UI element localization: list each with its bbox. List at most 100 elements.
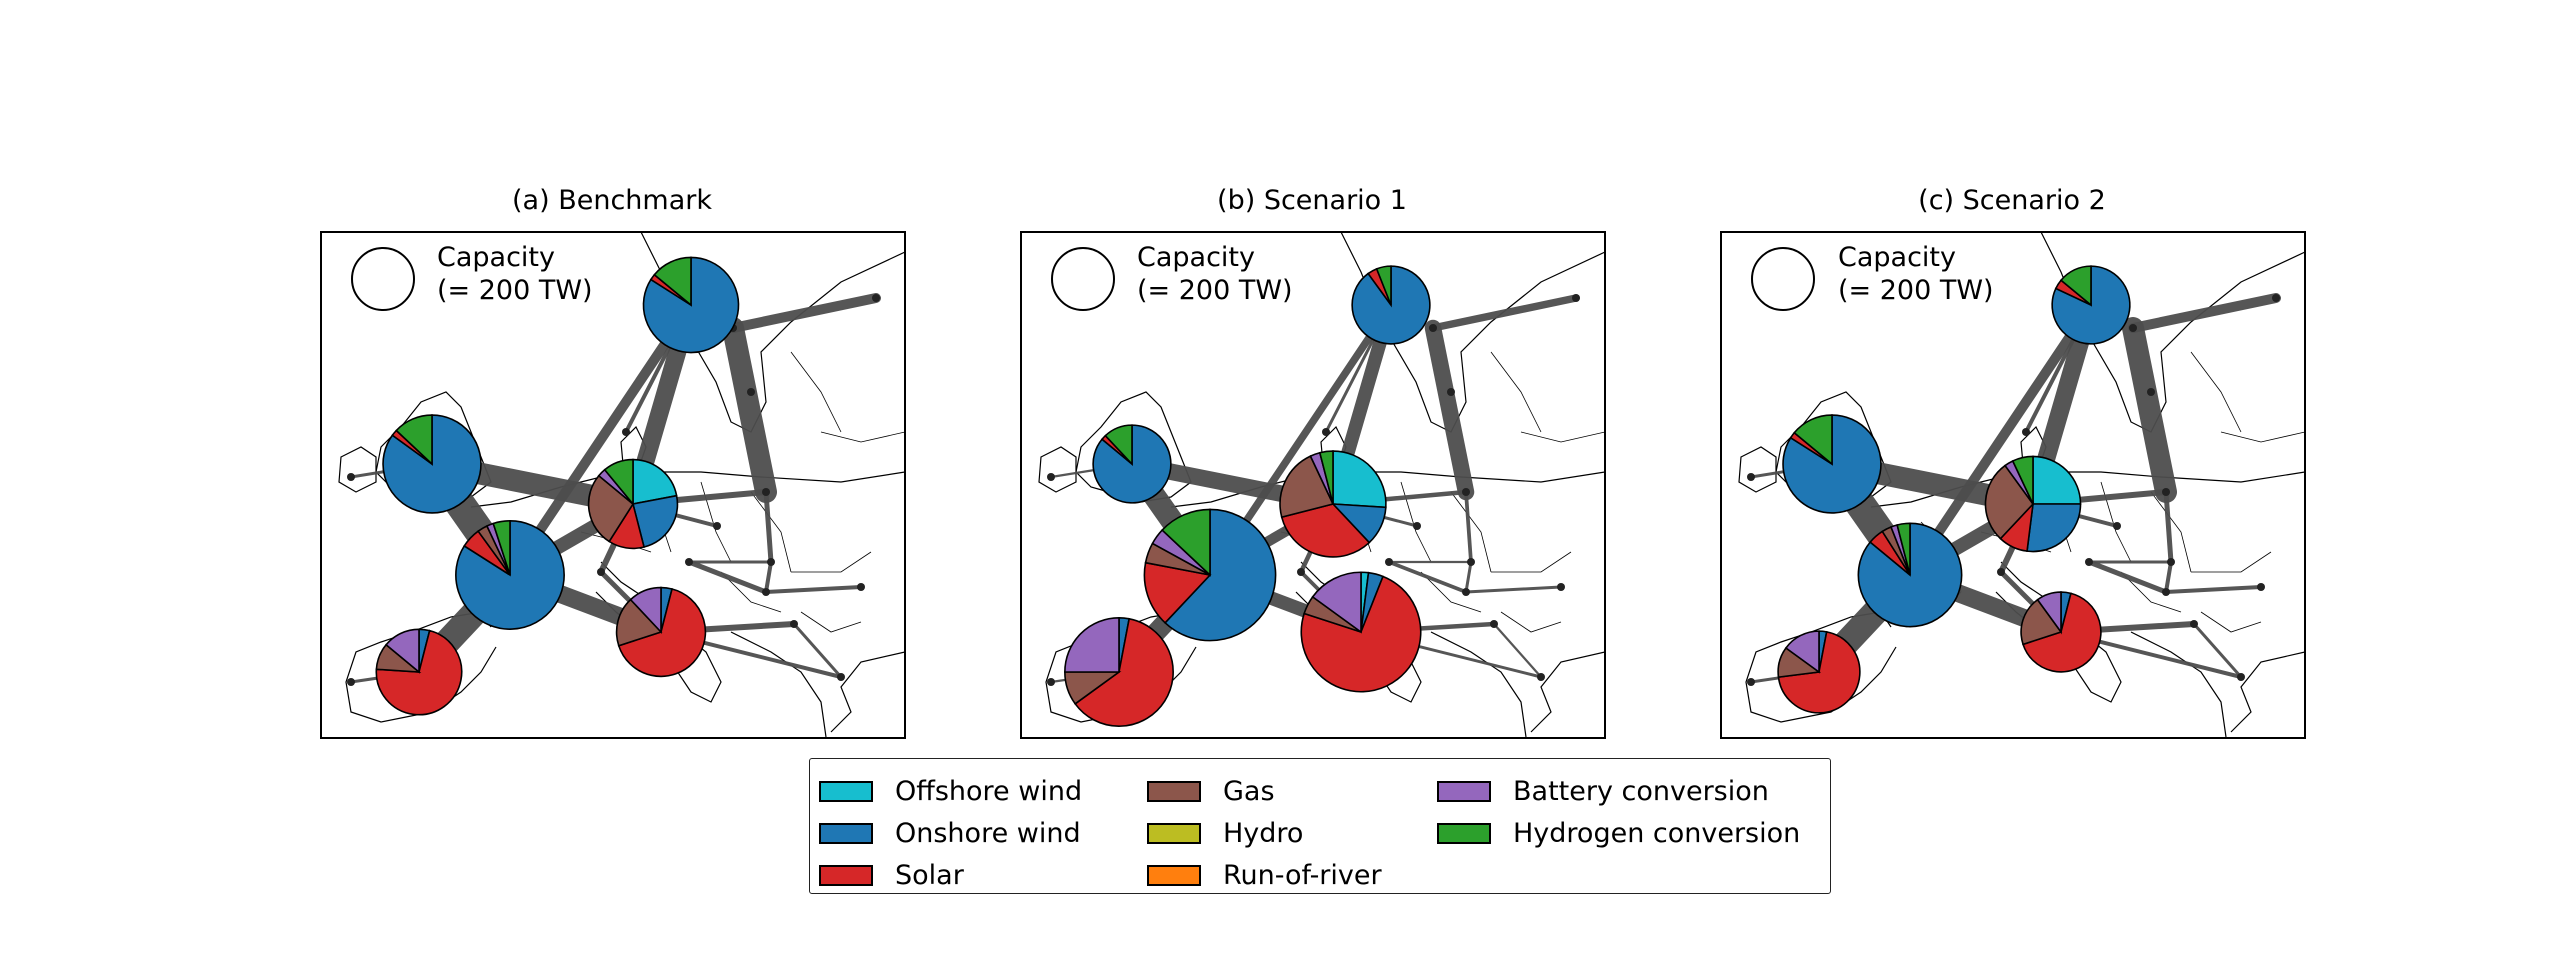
legend-item-battery-conversion: Battery conversion (1437, 774, 1769, 808)
capacity-reference-circle (1051, 247, 1115, 311)
pie-slice-battery-conversion (629, 586, 662, 635)
bus-poland_n (1462, 488, 1470, 496)
legend-label: Gas (1223, 775, 1275, 807)
pie-slice-gas (1279, 455, 1335, 519)
legend-item-gas: Gas (1147, 774, 1275, 808)
legend-swatch-battery-conversion (1437, 780, 1491, 802)
legend-label: Solar (895, 859, 964, 891)
bus-romania (2257, 583, 2265, 591)
bus-czech (1413, 522, 1421, 530)
transmission-line-7 (1424, 319, 1475, 501)
legend-label: Hydro (1223, 817, 1304, 849)
coastline-8 (2130, 631, 2227, 738)
bus-nordic2 (1429, 324, 1437, 332)
bus-denmark (2022, 428, 2030, 436)
pie-slice-solar (1300, 575, 1422, 693)
legend-swatch-run-of-river (1147, 864, 1201, 886)
border-4 (1450, 491, 1492, 573)
capacity-line-2: (= 200 TW) (437, 275, 593, 306)
pie-nordic (642, 256, 740, 354)
transmission-line-16 (1387, 560, 1468, 594)
map-content (1038, 232, 1605, 738)
border-6 (1420, 571, 1482, 613)
border-7 (800, 611, 862, 633)
bus-scotland (1747, 473, 1755, 481)
pie-slice-offshore-wind (2032, 455, 2082, 505)
pie-slice-onshore-wind (632, 494, 679, 548)
pie-iberia (1777, 630, 1861, 714)
bus-hungary (1462, 588, 1470, 596)
pie-slice-offshore-wind (632, 458, 678, 505)
pie-slice-gas (2020, 598, 2063, 646)
bus-baltic (1447, 388, 1455, 396)
map-content (338, 232, 905, 738)
coastline-1 (1738, 446, 1777, 493)
transmission-line-14 (2164, 585, 2263, 594)
border-10 (1520, 431, 1605, 443)
legend-label: Onshore wind (895, 817, 1081, 849)
border-6 (2120, 571, 2182, 613)
coastline-6 (345, 611, 497, 723)
pie-slice-battery-conversion (1311, 571, 1362, 634)
transmission-line-8 (1429, 294, 1580, 332)
capacity-label-scenario-2: Capacity (= 200 TW) (1838, 241, 1994, 307)
coastline-8 (1430, 631, 1527, 738)
legend-item-solar: Solar (819, 858, 964, 892)
legend-swatch-onshore-wind (819, 822, 873, 844)
transmission-line-20 (1492, 622, 1543, 679)
bus-austria (685, 558, 693, 566)
capacity-line-1: Capacity (1137, 242, 1255, 273)
bus-poland (767, 558, 775, 566)
border-7 (1500, 611, 1562, 633)
coastline-8 (730, 631, 827, 738)
pie-france (1857, 522, 1963, 628)
bus-greece (1537, 673, 1545, 681)
bus-romania (857, 583, 865, 591)
border-4 (2150, 491, 2192, 573)
panel-title-scenario-1: (b) Scenario 1 (1217, 185, 1407, 216)
bus-poland (2167, 558, 2175, 566)
capacity-line-2: (= 200 TW) (1838, 275, 1994, 306)
bus-finland (1572, 294, 1580, 302)
pie-slice-solar (1143, 561, 1212, 624)
transmission-line-14 (764, 585, 863, 594)
bus-swiss (597, 568, 605, 576)
pie-slice-hydrogen-conversion (1896, 522, 1911, 576)
bus-hungary (762, 588, 770, 596)
map-content (1738, 232, 2305, 738)
border-4 (750, 491, 792, 573)
capacity-reference-circle (351, 247, 415, 311)
map-panel-3 (1720, 231, 2306, 739)
capacity-line-1: Capacity (437, 242, 555, 273)
pie-slice-hydrogen-conversion (395, 414, 433, 466)
panel-frame (1020, 231, 1606, 739)
legend-swatch-gas (1147, 780, 1201, 802)
transmission-line-8 (728, 293, 881, 333)
panel-frame (1720, 231, 2306, 739)
legend-item-run-of-river: Run-of-river (1147, 858, 1382, 892)
pie-slice-hydrogen-conversion (1375, 265, 1392, 306)
pie-slice-solar (1074, 617, 1174, 727)
legend-item-offshore-wind: Offshore wind (819, 774, 1082, 808)
pie-slice-solar (617, 588, 707, 678)
pie-slice-onshore-wind (2026, 503, 2082, 553)
panel-title-benchmark: (a) Benchmark (512, 185, 712, 216)
border-10 (2220, 431, 2305, 443)
bus-hungary (2162, 588, 2170, 596)
border-9 (2190, 351, 2242, 433)
transmission-line-14 (1464, 585, 1563, 594)
pie-slice-gas (587, 474, 635, 543)
legend-label: Run-of-river (1223, 859, 1382, 891)
bus-balkan (1490, 620, 1498, 628)
bus-baltic (2147, 388, 2155, 396)
pie-britain (1092, 424, 1172, 504)
pie-france (455, 520, 565, 630)
pie-slice-battery-conversion (2036, 591, 2062, 635)
pie-slice-onshore-wind (1163, 508, 1277, 642)
border-7 (2200, 611, 2262, 633)
pie-slice-hydrogen-conversion (1161, 508, 1211, 577)
coastline-5 (830, 651, 905, 733)
pie-benelux-germany (587, 458, 679, 550)
border-9 (790, 351, 842, 433)
